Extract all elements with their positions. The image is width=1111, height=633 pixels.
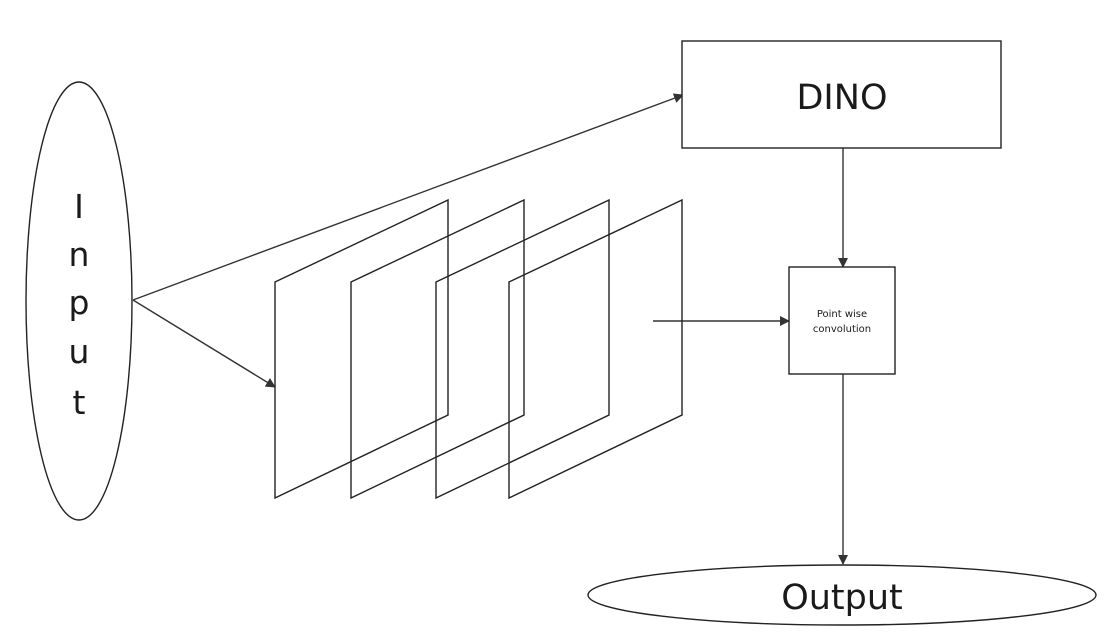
pointwise-label-line-2: convolution — [813, 324, 871, 335]
input-letter-5: t — [73, 383, 86, 422]
feature-maps-stack — [274, 198, 683, 500]
edge-input-to-dino — [132, 93, 684, 301]
dino-label: DINO — [796, 78, 887, 118]
feature-map-plane-2 — [350, 198, 525, 500]
feature-map-plane-4 — [508, 198, 683, 500]
input-node: I n p u t — [25, 81, 133, 521]
dino-node: DINO — [681, 40, 1002, 149]
dino-box — [681, 40, 1002, 149]
pointwise-box — [788, 266, 896, 375]
output-ellipse — [587, 564, 1097, 626]
pointwise-node: Point wise convolution — [788, 266, 896, 375]
edge-input-to-feature-maps — [132, 299, 276, 388]
output-node: Output — [587, 564, 1097, 626]
input-letter-2: n — [69, 235, 90, 274]
input-ellipse — [25, 81, 133, 521]
input-letter-4: u — [69, 332, 90, 371]
input-letter-1: I — [74, 187, 84, 226]
pointwise-label-line-1: Point wise — [817, 309, 867, 320]
output-label: Output — [781, 578, 903, 618]
feature-map-plane-3 — [435, 198, 610, 500]
feature-map-plane-1 — [274, 198, 449, 500]
input-letter-3: p — [69, 283, 90, 322]
